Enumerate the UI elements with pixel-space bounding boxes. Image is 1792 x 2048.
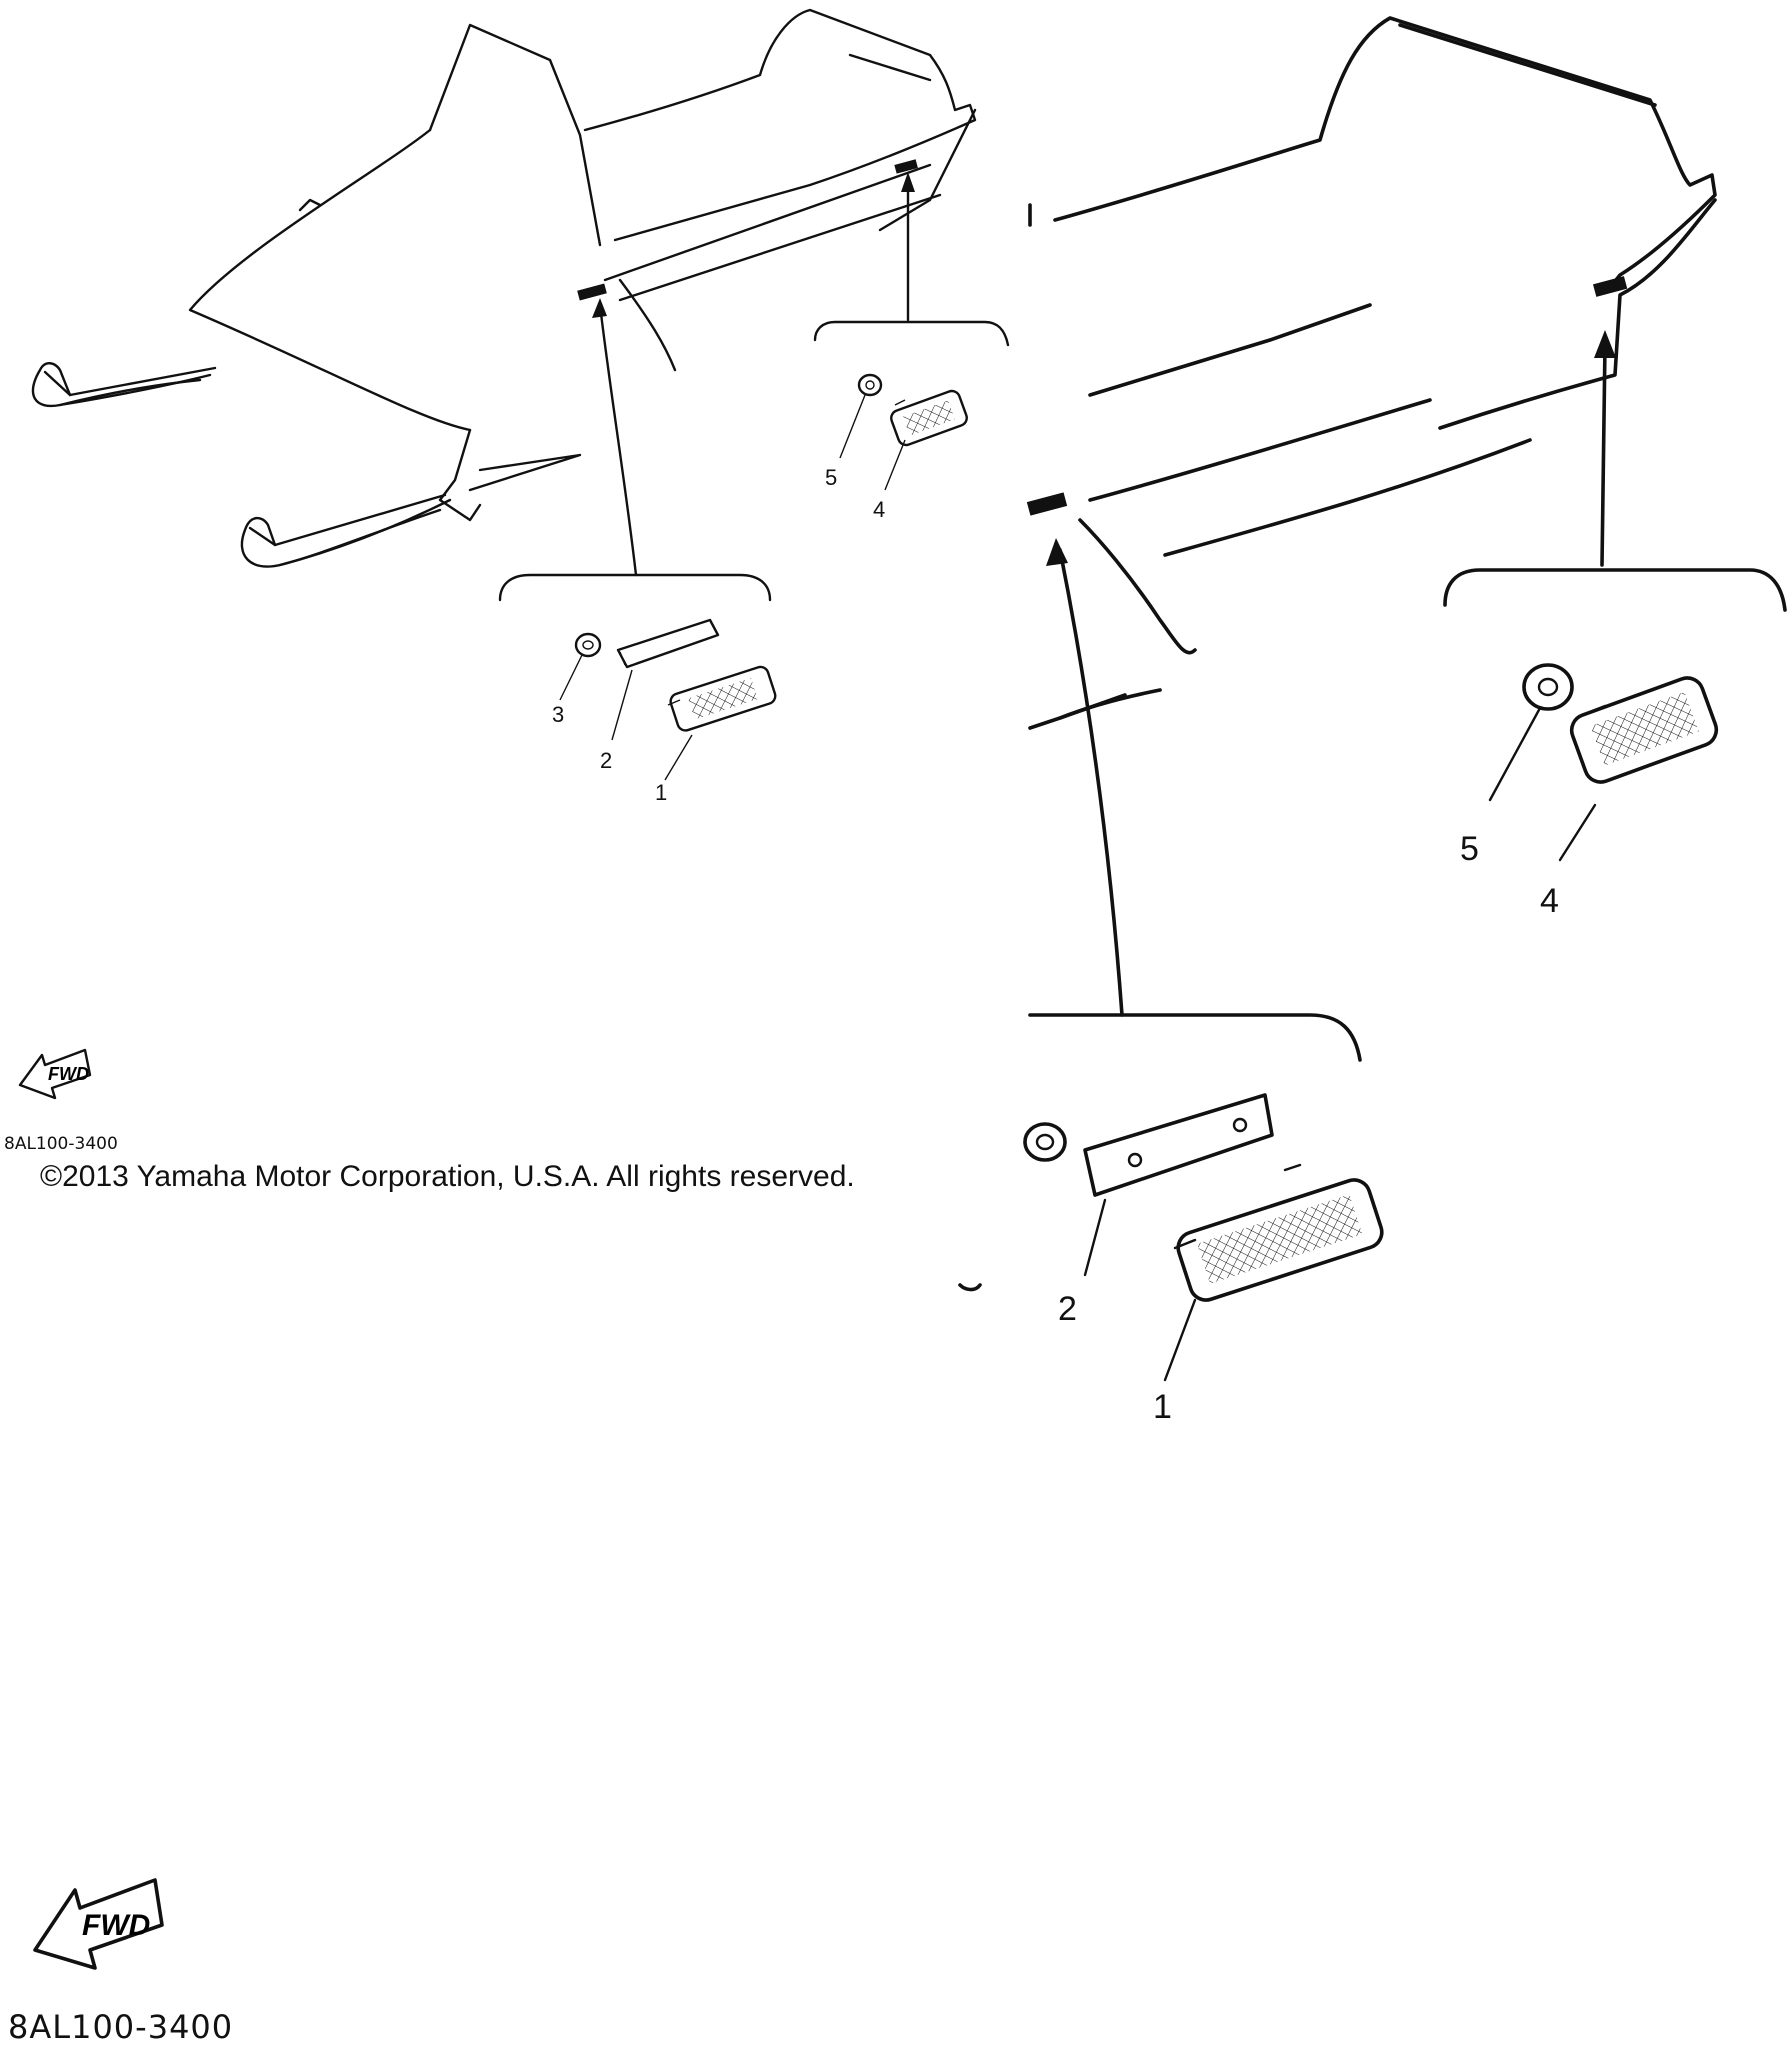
- fwd-arrow-icon: FWD: [18, 1048, 92, 1100]
- callout-1-large: 1: [1153, 1388, 1172, 1426]
- large-view-leader-arrows: [1046, 330, 1616, 1017]
- large-view-bracket-lower: [1028, 1013, 1362, 1062]
- small-view-parts: [574, 373, 968, 732]
- callout-2-small: 2: [600, 748, 612, 773]
- snowmobile-outline: [31, 8, 977, 568]
- diagram-code-small: 8AL100-3400: [4, 1134, 118, 1154]
- callout-2-large: 2: [1058, 1290, 1077, 1328]
- fwd-label-small: FWD: [48, 1064, 89, 1084]
- large-view-outline: [1026, 16, 1717, 730]
- small-view-bracket-upper: [813, 320, 1010, 347]
- callout-4-large: 4: [1540, 882, 1559, 920]
- copyright-notice: ©2013 Yamaha Motor Corporation, U.S.A. A…: [40, 1160, 855, 1193]
- small-view-bracket-lower: [498, 573, 772, 602]
- large-view-bracket-upper: [1443, 568, 1787, 612]
- callout-1-small: 1: [655, 780, 667, 805]
- large-view-parts: [958, 663, 1719, 1302]
- small-view-leader-arrows: [592, 172, 915, 577]
- callout-5-large: 5: [1460, 830, 1479, 868]
- fwd-label-large: FWD: [82, 1909, 150, 1942]
- small-view-callout-leaders: [559, 394, 906, 781]
- fwd-arrow-icon-large: FWD: [33, 1878, 164, 1970]
- callout-4-small: 4: [873, 497, 885, 522]
- diagram-code-large: 8AL100-3400: [8, 2008, 234, 2046]
- callout-3-small: 3: [552, 702, 564, 727]
- large-view-callout-leaders: [1083, 706, 1597, 1382]
- callout-5-small: 5: [825, 465, 837, 490]
